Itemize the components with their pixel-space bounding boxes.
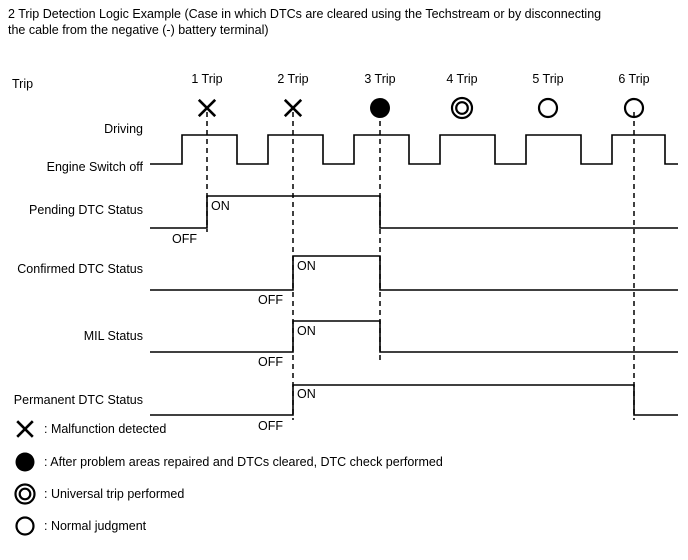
state-label-off-mil-status: OFF [258, 355, 283, 369]
waveform-confirmed-dtc-status [150, 255, 678, 291]
state-label-on-mil-status: ON [297, 324, 316, 338]
state-label-off-permanent-dtc-status: OFF [258, 419, 283, 433]
trip-headers-group: 1 Trip 2 Trip 3 Trip 4 Trip 5 Trip 6 Trip [191, 72, 650, 120]
trip-marker-filled-circle-icon-3 [370, 98, 390, 118]
legend-label-4: : Normal judgment [44, 519, 147, 533]
state-label-off-confirmed-dtc-status: OFF [258, 293, 283, 307]
legend-label-1: : Malfunction detected [44, 422, 166, 436]
legend-marker-cross-icon-b-1 [16, 420, 34, 438]
waveform-mil-status [150, 320, 678, 353]
legend-label-2: : After problem areas repaired and DTCs … [44, 455, 443, 469]
legend-item-4: : Normal judgment [15, 516, 147, 536]
row-label-mil-status: MIL Status [84, 329, 143, 343]
trip-header-6: 6 Trip [618, 72, 650, 119]
trip-label-3: 3 Trip [364, 72, 395, 86]
trip-marker-cross-icon-b-2 [283, 98, 303, 118]
trip-label-1: 1 Trip [191, 72, 222, 86]
diagram-title-line2: the cable from the negative (-) battery … [8, 23, 269, 37]
state-label-on-permanent-dtc-status: ON [297, 387, 316, 401]
waveform-pending-dtc-status [150, 195, 678, 229]
legend-item-3: : Universal trip performed [14, 483, 184, 505]
waveform-permanent-dtc-status [150, 384, 678, 416]
trip-marker-double-circle-inner-icon-4 [455, 101, 469, 115]
dashed-marker-group [206, 112, 635, 420]
row-label-driving: Driving [104, 122, 143, 136]
waveform-driving [150, 134, 678, 165]
legend-label-3: : Universal trip performed [44, 487, 184, 501]
state-label-on-pending-dtc-status: ON [211, 199, 230, 213]
row-label-confirmed-dtc-status: Confirmed DTC Status [17, 262, 143, 276]
legend-marker-double-circle-inner-icon-3 [18, 487, 32, 501]
trip-header-1: 1 Trip [191, 72, 223, 118]
legend-marker-open-circle-icon-4 [15, 516, 35, 536]
trip-axis-label: Trip [12, 77, 33, 91]
trip-label-2: 2 Trip [277, 72, 308, 86]
trip-marker-cross-icon-b-1 [197, 98, 217, 118]
trip-label-5: 5 Trip [532, 72, 563, 86]
trip-header-2: 2 Trip [277, 72, 309, 118]
diagram-title: 2 Trip Detection Logic Example (Case in … [8, 6, 628, 38]
trip-label-4: 4 Trip [446, 72, 477, 86]
legend-marker-filled-circle-icon-2 [15, 452, 35, 472]
state-label-off-pending-dtc-status: OFF [172, 232, 197, 246]
trip-header-3: 3 Trip [364, 72, 396, 118]
legend-group: : Malfunction detected : After problem ar… [14, 420, 443, 536]
row-label-permanent-dtc-status: Permanent DTC Status [14, 393, 143, 407]
trip-label-6: 6 Trip [618, 72, 649, 86]
row-label-engine-switch-off: Engine Switch off [47, 160, 144, 174]
waveform-group: ON OFF ON OFF ON OFF ON OFF [150, 134, 678, 433]
legend-item-2: : After problem areas repaired and DTCs … [15, 452, 443, 472]
trip-axis-group: Trip [12, 77, 33, 91]
legend-item-1: : Malfunction detected [16, 420, 166, 438]
trip-header-4: 4 Trip [446, 72, 478, 120]
trip-header-5: 5 Trip [532, 72, 564, 119]
row-label-pending-dtc-status: Pending DTC Status [29, 203, 143, 217]
state-label-on-confirmed-dtc-status: ON [297, 259, 316, 273]
trip-marker-open-circle-icon-5 [537, 97, 559, 119]
diagram-title-line1: 2 Trip Detection Logic Example (Case in … [8, 7, 602, 21]
